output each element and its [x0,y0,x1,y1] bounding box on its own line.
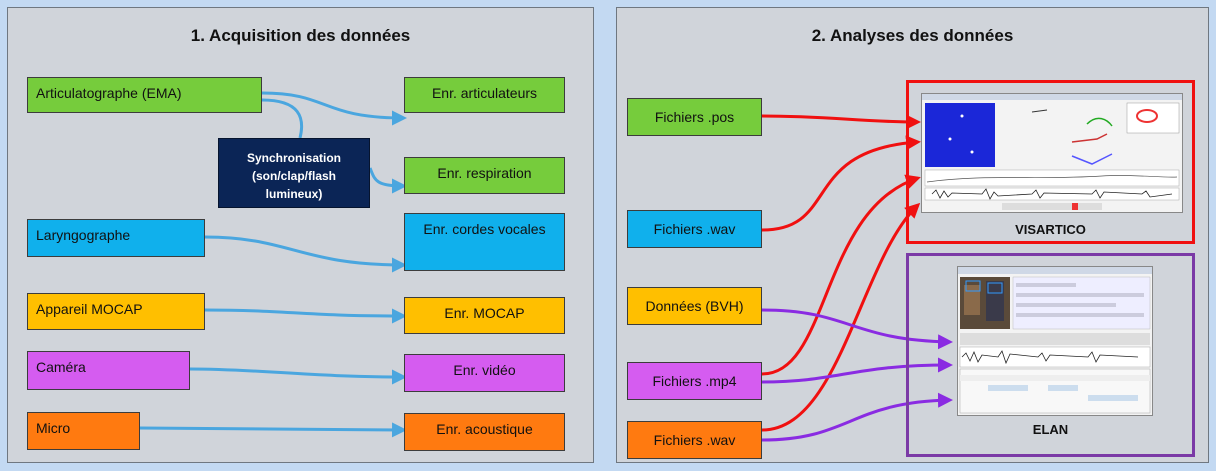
file-wav-1: Fichiers .wav [627,210,762,248]
file-pos: Fichiers .pos [627,98,762,136]
file-wav-1-label: Fichiers .wav [653,221,736,237]
file-mp4: Fichiers .mp4 [627,362,762,400]
source-micro-label: Micro [36,420,71,436]
source-camera: Caméra [27,351,190,390]
file-bvh-label: Données (BVH) [645,298,744,314]
source-laryngographe: Laryngographe [27,219,205,257]
source-ema: Articulatographe (EMA) [27,77,262,113]
synchronisation-box: Synchronisation (son/clap/flash lumineux… [218,138,370,208]
file-bvh: Données (BVH) [627,287,762,325]
source-ema-label: Articulatographe (EMA) [36,85,182,101]
enr-mocap: Enr. MOCAP [404,297,565,334]
elan-screenshot-image [958,267,1152,414]
elan-frame: ELAN [906,253,1195,457]
visartico-label: VISARTICO [1015,222,1086,237]
file-wav-2-label: Fichiers .wav [653,432,736,448]
source-micro: Micro [27,412,140,450]
enr-video: Enr. vidéo [404,354,565,392]
file-pos-label: Fichiers .pos [654,109,735,125]
visartico-frame: VISARTICO [906,80,1195,244]
visartico-screenshot-image [922,94,1182,210]
source-laryngographe-label: Laryngographe [36,227,131,243]
elan-screenshot [957,266,1153,416]
sync-line-3: lumineux) [265,187,323,201]
enr-cordes-vocales: Enr. cordes vocales [404,213,565,271]
enr-video-label: Enr. vidéo [453,362,516,378]
source-camera-label: Caméra [36,359,86,375]
enr-acoustique: Enr. acoustique [404,413,565,451]
file-mp4-label: Fichiers .mp4 [652,373,737,389]
sync-line-1: Synchronisation [246,151,341,165]
acquisition-title: 1. Acquisition des données [190,26,411,45]
sync-line-2: (son/clap/flash [251,169,337,183]
enr-acoustique-label: Enr. acoustique [436,421,533,437]
enr-cordes-vocales-label: Enr. cordes vocales [423,221,546,237]
enr-mocap-label: Enr. MOCAP [444,305,525,321]
enr-respiration-label: Enr. respiration [437,165,532,181]
analyse-title: 2. Analyses des données [811,26,1014,45]
file-wav-2: Fichiers .wav [627,421,762,459]
visartico-screenshot [921,93,1183,213]
source-mocap: Appareil MOCAP [27,293,205,330]
enr-articulateurs-label: Enr. articulateurs [431,85,538,101]
enr-respiration: Enr. respiration [404,157,565,194]
source-mocap-label: Appareil MOCAP [36,301,143,317]
elan-label: ELAN [1032,422,1069,437]
enr-articulateurs: Enr. articulateurs [404,77,565,113]
